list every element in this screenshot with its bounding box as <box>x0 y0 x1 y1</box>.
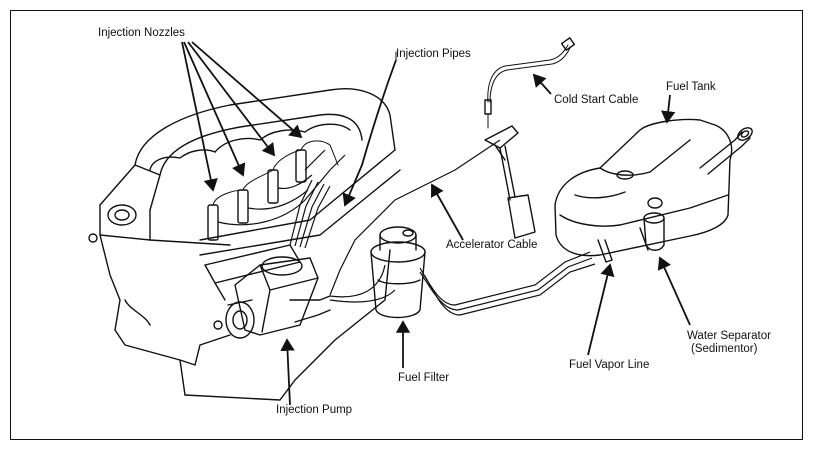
water-separator-label: Water Separator <box>687 330 771 342</box>
fuel-vapor-line-label: Fuel Vapor Line <box>569 359 650 371</box>
fuel-tank-label: Fuel Tank <box>666 81 716 93</box>
injection-nozzles-label: Injection Nozzles <box>98 27 185 39</box>
accelerator-cable-label: Accelerator Cable <box>446 239 538 251</box>
injection-pipes-label: Injection Pipes <box>396 48 471 60</box>
fuel-filter-label: Fuel Filter <box>398 372 450 384</box>
fuel-lines <box>329 139 596 316</box>
accelerator-pedal <box>484 125 536 239</box>
leader-arrows <box>181 41 691 406</box>
water-separator <box>643 197 665 251</box>
fuel-filter <box>370 226 426 319</box>
cold-start-cable <box>484 37 576 129</box>
fuel-tank <box>554 118 753 263</box>
injection-pipes <box>217 149 346 249</box>
injection-pump <box>213 256 331 339</box>
cold-start-cable-label: Cold Start Cable <box>554 94 639 106</box>
injection-pump-label: Injection Pump <box>276 404 353 416</box>
diagram-frame <box>10 10 803 440</box>
sedimentor-label: (Sedimentor) <box>691 343 758 355</box>
